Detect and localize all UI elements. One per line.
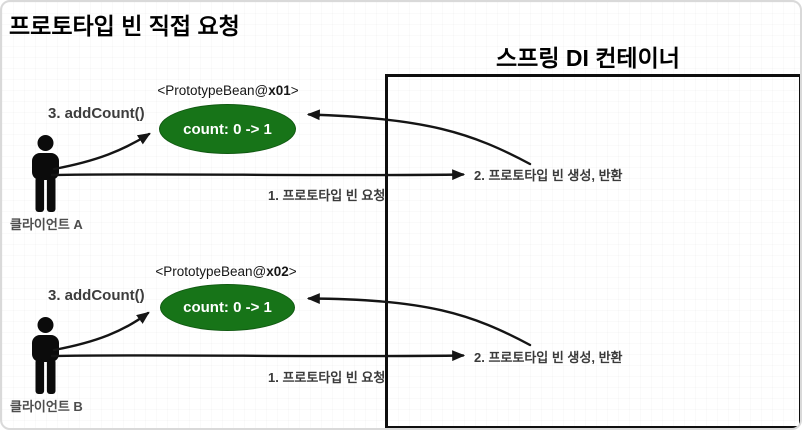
spring-di-container-box [385, 74, 800, 428]
addcount-arrow-a [52, 132, 151, 171]
bean-instance-label-a: <PrototypeBean@x01> [157, 83, 298, 98]
client-b-label: 클라이언트 B [10, 399, 83, 414]
bean-label-id: x02 [266, 264, 289, 279]
spring-di-container-title: 스프링 DI 컨테이너 [496, 45, 680, 71]
creation-return-step-label-b: 2. 프로토타입 빈 생성, 반환 [474, 350, 623, 365]
bean-label-prefix: <PrototypeBean@ [157, 83, 269, 98]
prototype-bean-node-a: count: 0 -> 1 [159, 104, 296, 154]
creation-return-step-label-a: 2. 프로토타입 빈 생성, 반환 [474, 168, 623, 183]
addcount-arrow-b [52, 311, 150, 352]
addcount-label-a: 3. addCount() [48, 105, 145, 122]
bean-label-prefix: <PrototypeBean@ [155, 264, 267, 279]
page-title: 프로토타입 빈 직접 요청 [9, 13, 240, 39]
addcount-label-b: 3. addCount() [48, 287, 145, 304]
bean-label-id: x01 [268, 83, 291, 98]
prototype-bean-node-b: count: 0 -> 1 [160, 284, 295, 331]
bean-label-suffix: > [288, 264, 297, 279]
person-icon [32, 317, 59, 394]
bean-label-suffix: > [290, 83, 299, 98]
request-step-label-b: 1. 프로토타입 빈 요청 [268, 370, 386, 385]
person-icon [32, 135, 59, 212]
client-a-label: 클라이언트 A [10, 217, 83, 232]
request-step-label-a: 1. 프로토타입 빈 요청 [268, 188, 386, 203]
bean-instance-label-b: <PrototypeBean@x02> [155, 264, 296, 279]
count-value: count: 0 -> 1 [183, 120, 272, 138]
count-value: count: 0 -> 1 [183, 299, 272, 316]
